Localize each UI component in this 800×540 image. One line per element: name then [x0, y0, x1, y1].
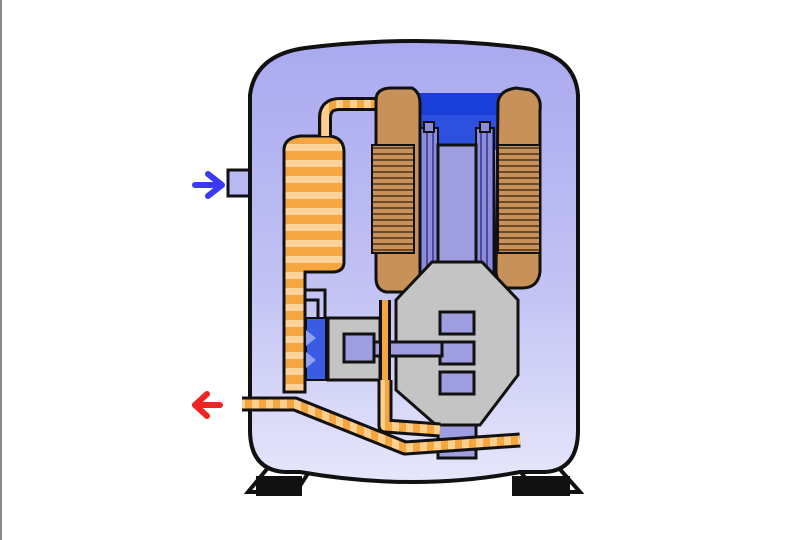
stator-stack-left — [371, 144, 415, 254]
bearing-lower — [438, 370, 476, 396]
rotor-left — [419, 127, 439, 279]
stator-stack-right — [497, 144, 541, 254]
arrow-left-icon — [192, 391, 223, 419]
suction-tube — [305, 288, 327, 318]
piston — [342, 332, 376, 364]
bearing-middle — [438, 340, 476, 366]
arrow-right-icon — [192, 171, 225, 199]
window-edge — [0, 0, 2, 540]
rotor-right — [475, 127, 495, 279]
bearing-upper — [438, 310, 476, 336]
valve-plate — [305, 317, 327, 381]
suction-accumulator — [282, 134, 346, 394]
